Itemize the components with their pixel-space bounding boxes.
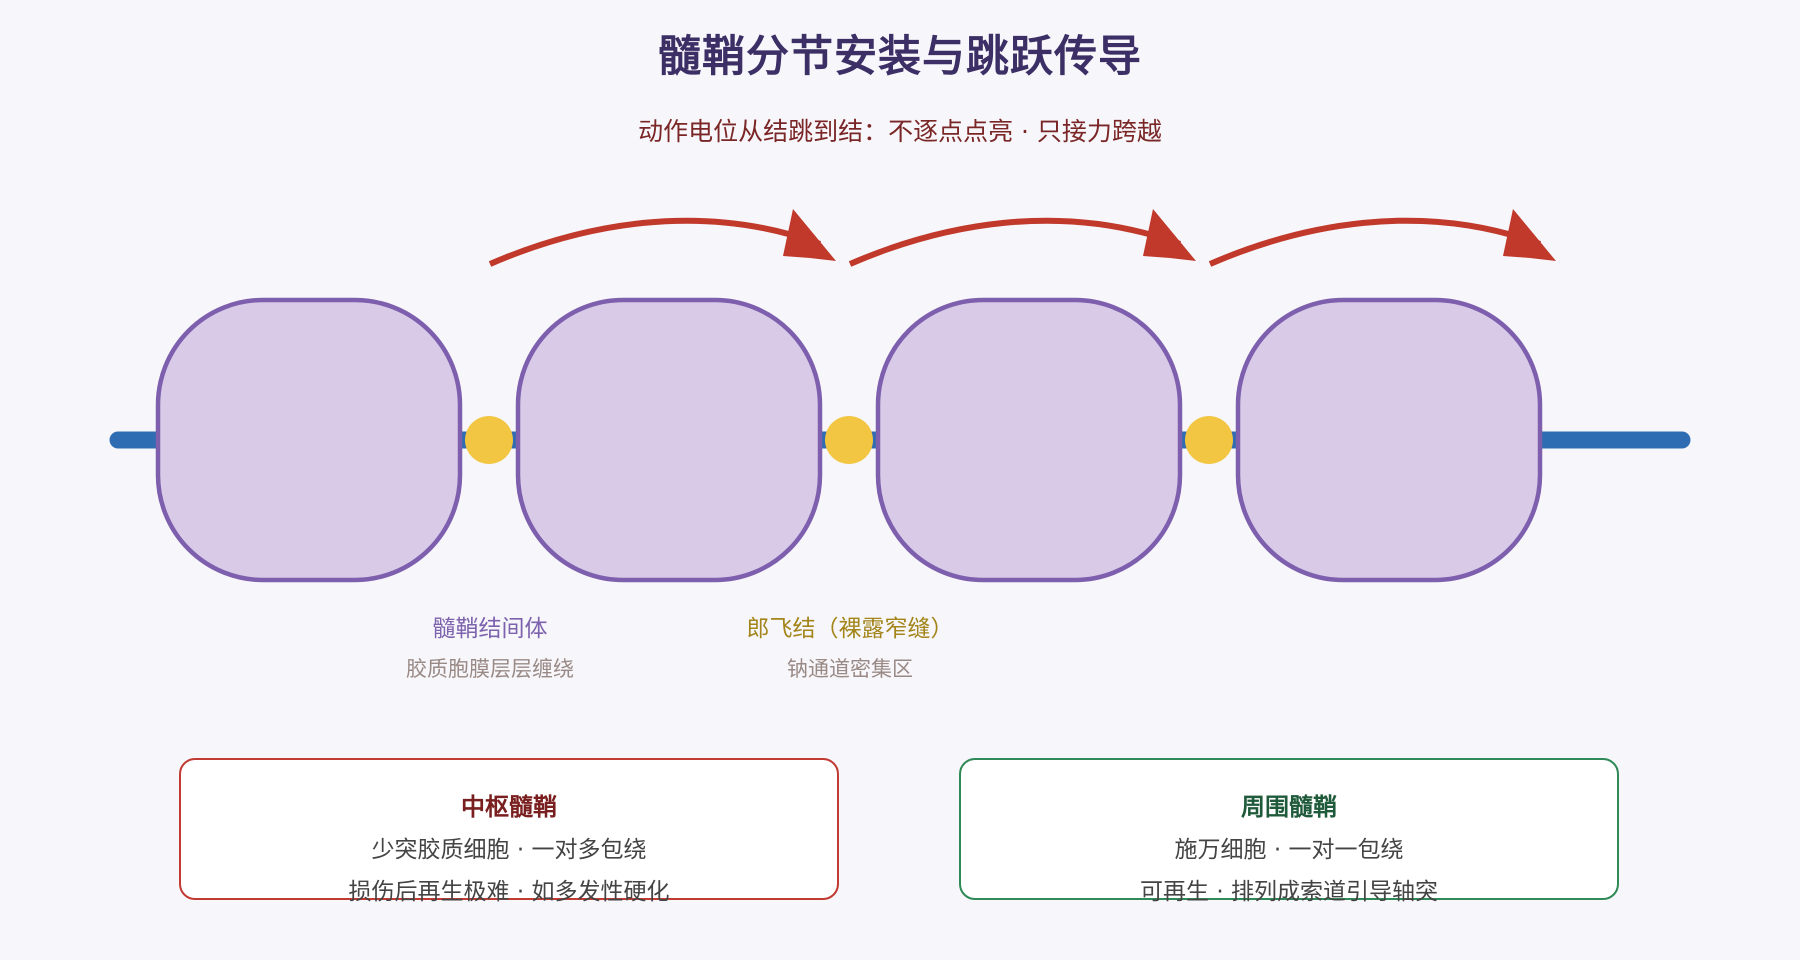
pns-myelin-card: 周围髓鞘 施万细胞 · 一对一包绕 可再生 · 排列成索道引导轴突 [959, 758, 1619, 905]
jump-arrow-1-head [783, 209, 836, 261]
jump-arrow-3-head [1503, 209, 1556, 261]
node-of-ranvier-3 [1185, 416, 1233, 464]
pns-card-line-2: 可再生 · 排列成索道引导轴突 [1140, 879, 1438, 905]
node-of-ranvier-2 [825, 416, 873, 464]
pns-card-heading: 周围髓鞘 [1241, 793, 1337, 821]
jump-arrow-2 [848, 217, 1182, 267]
myelin-internode-1 [155, 297, 463, 583]
cns-card-heading: 中枢髓鞘 [461, 793, 557, 821]
page-subtitle: 动作电位从结跳到结：不逐点点亮 · 只接力跨越 [638, 117, 1162, 146]
cns-card-line-2: 损伤后再生极难 · 如多发性硬化 [348, 879, 670, 905]
jump-arrow-2-head [1143, 209, 1196, 261]
node-label: 郎飞结（裸露窄缝） 钠通道密集区 [680, 609, 1020, 683]
myelin-internode-2 [515, 297, 823, 583]
internode-label: 髓鞘结间体 胶质胞膜层层缠绕 [320, 609, 660, 683]
jump-arrow-3 [1208, 217, 1542, 267]
node-of-ranvier-1 [465, 416, 513, 464]
node-label-main: 郎飞结（裸露窄缝） [746, 616, 954, 642]
myelin-internode-3 [875, 297, 1183, 583]
cns-myelin-card: 中枢髓鞘 少突胶质细胞 · 一对多包绕 损伤后再生极难 · 如多发性硬化 [179, 758, 839, 905]
pns-card-line-1: 施万细胞 · 一对一包绕 [1174, 837, 1404, 863]
internode-label-sub: 胶质胞膜层层缠绕 [406, 657, 574, 681]
cns-card-line-1: 少突胶质细胞 · 一对多包绕 [371, 837, 647, 863]
node-label-sub: 钠通道密集区 [787, 657, 913, 681]
page-title: 髓鞘分节安装与跳跃传导 [658, 32, 1142, 82]
jump-arrow-1 [488, 217, 822, 267]
internode-label-main: 髓鞘结间体 [432, 616, 548, 642]
myelin-internode-4 [1235, 297, 1543, 583]
